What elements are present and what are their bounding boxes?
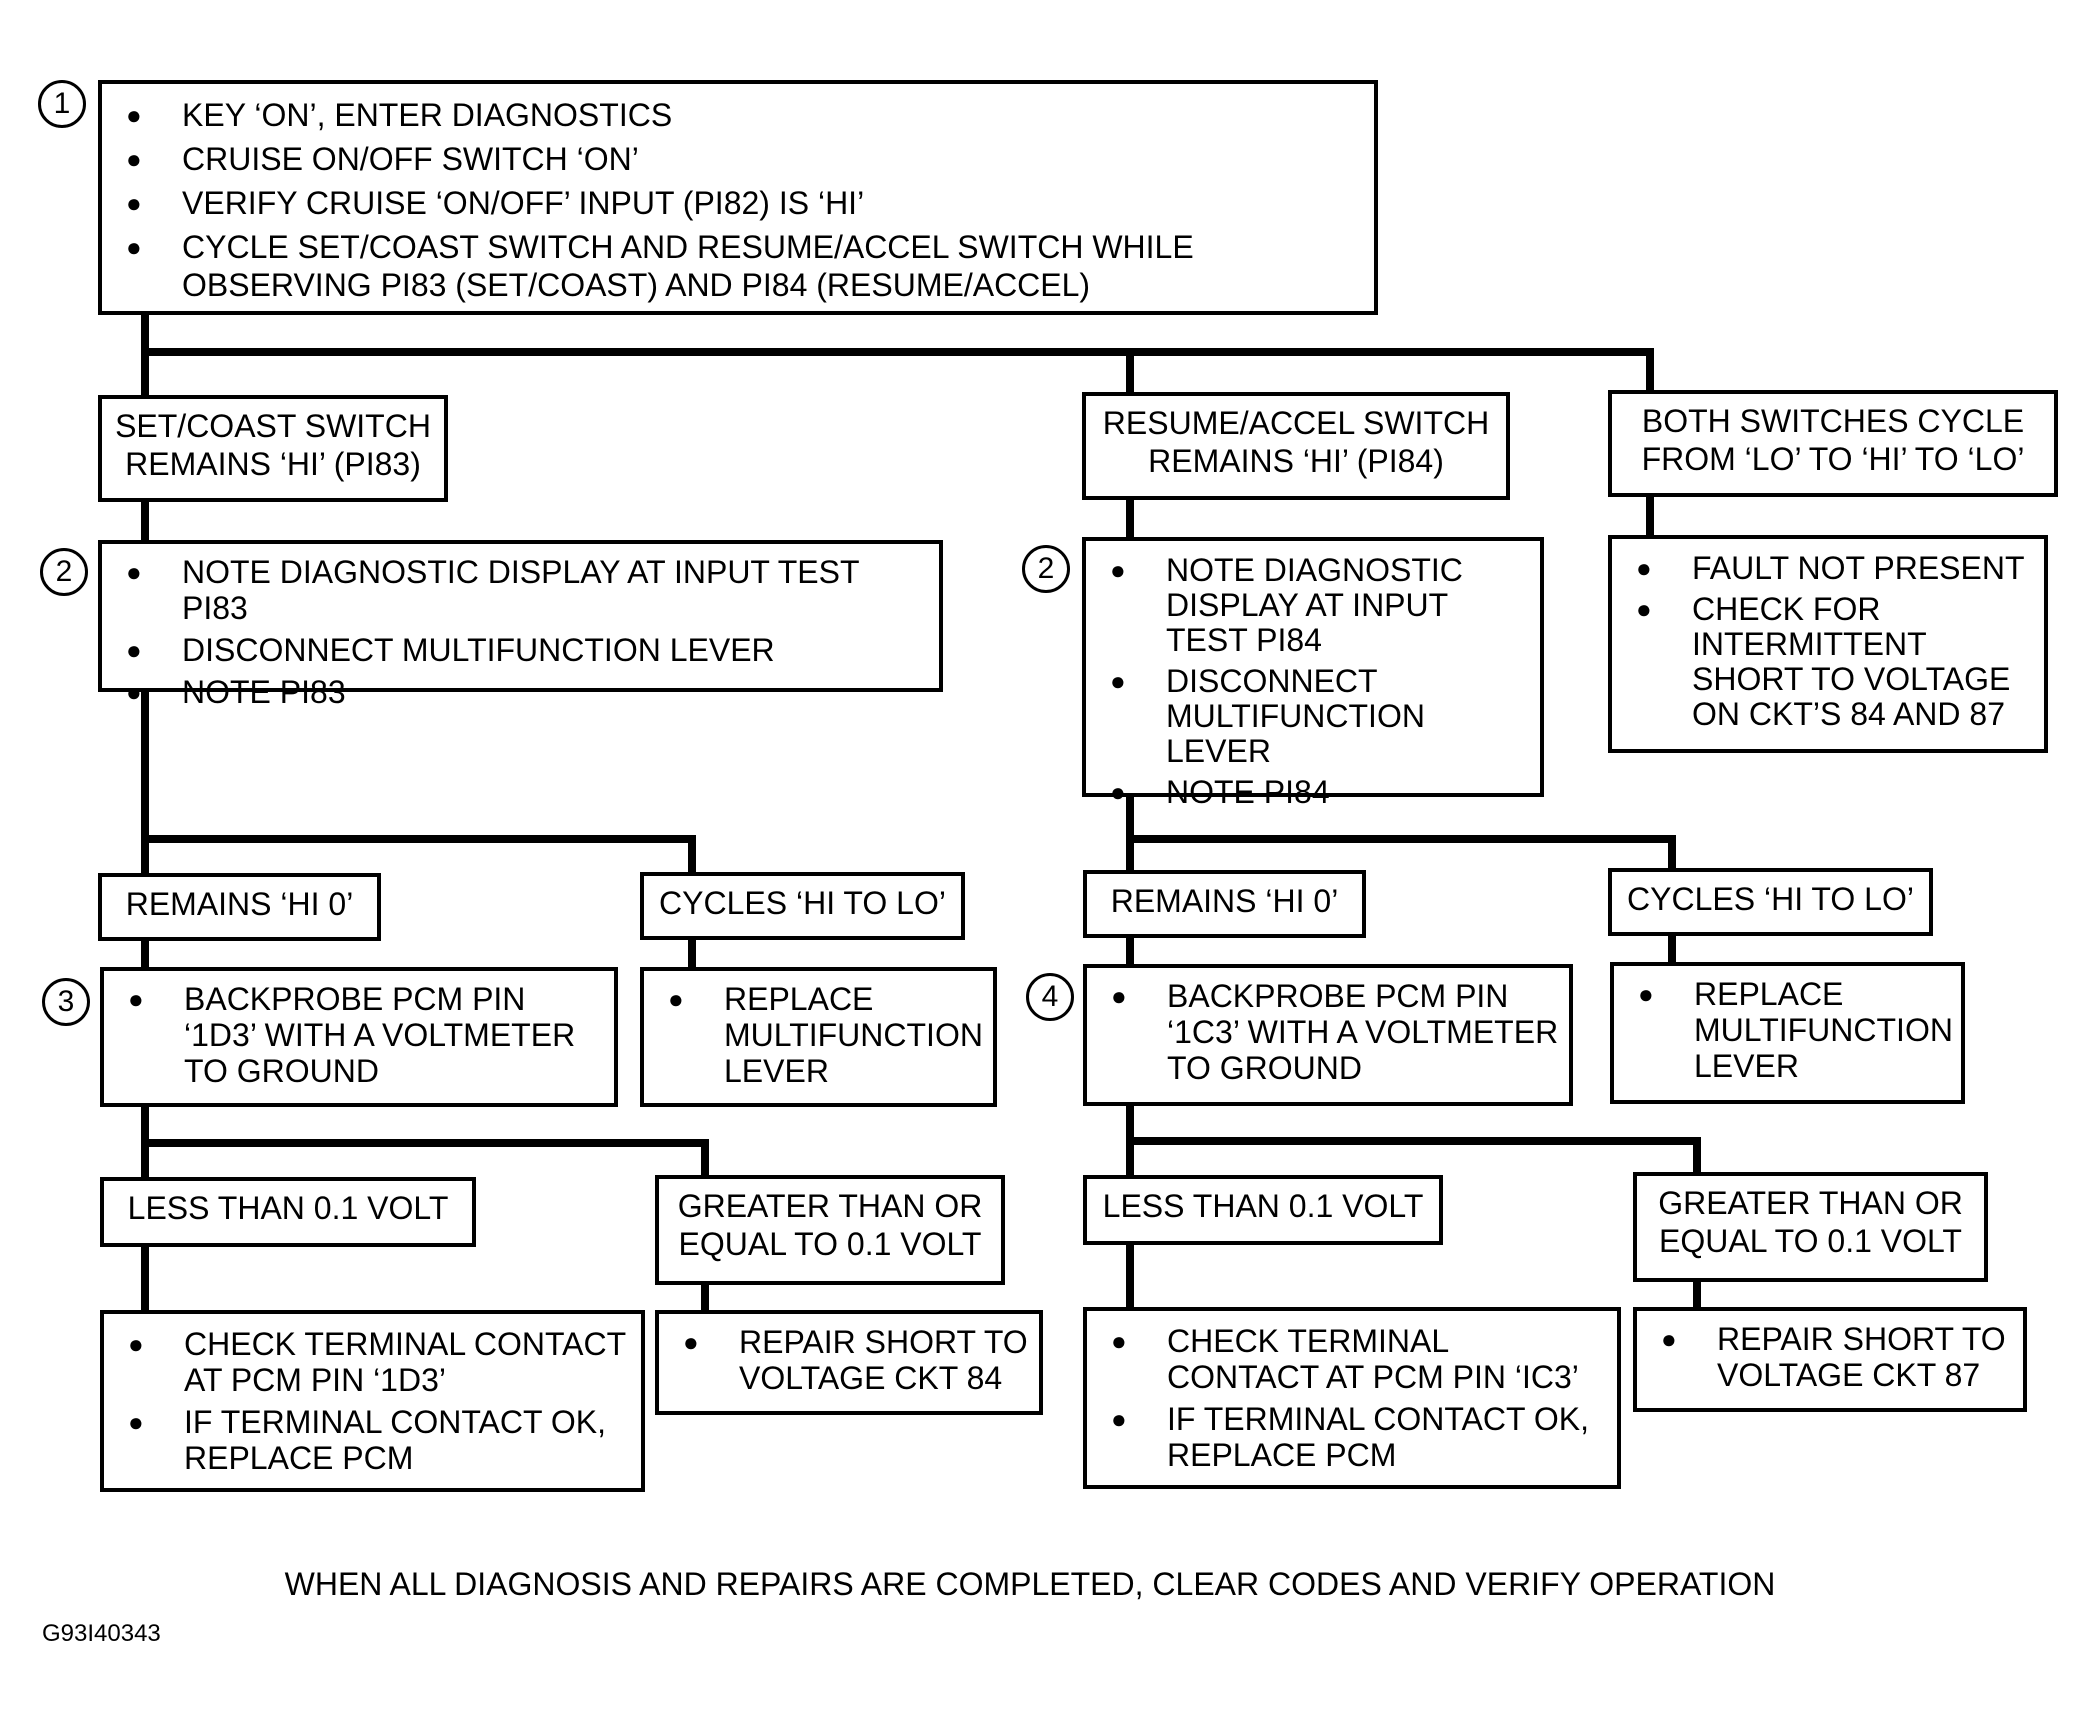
footer-note: WHEN ALL DIAGNOSIS AND REPAIRS ARE COMPL… <box>284 1566 1776 1602</box>
right-check-terminal-box: CHECK TERMINAL CONTACT AT PCM PIN ‘IC3’ … <box>1083 1307 1621 1489</box>
step3-item: BACKPROBE PCM PIN ‘1D3’ WITH A VOLTMETER… <box>128 981 604 1089</box>
step2-left-list: NOTE DIAGNOSTIC DISPLAY AT INPUT TEST PI… <box>102 544 939 710</box>
left-less-than-box: LESS THAN 0.1 VOLT <box>100 1177 476 1247</box>
resume-accel-remains-hi-box: RESUME/ACCEL SWITCH REMAINS ‘HI’ (PI84) <box>1082 392 1510 500</box>
connector-left-split <box>141 835 696 879</box>
step2-left-box: NOTE DIAGNOSTIC DISPLAY AT INPUT TEST PI… <box>98 540 943 710</box>
left-greater-line1: GREATER THAN OR <box>677 1188 983 1224</box>
step4-box: BACKPROBE PCM PIN ‘1C3’ WITH A VOLTMETER… <box>1083 964 1573 1106</box>
step2-right-list: NOTE DIAGNOSTIC DISPLAY AT INPUT TEST PI… <box>1086 541 1540 811</box>
left-greater-than-box: GREATER THAN OR EQUAL TO 0.1 VOLT <box>655 1175 1005 1285</box>
fault-item: CHECK FOR INTERMITTENT SHORT TO VOLTAGE … <box>1636 592 2038 732</box>
left-replace-lever-box: REPLACE MULTIFUNCTION LEVER <box>640 967 997 1107</box>
right-replace-list: REPLACE MULTIFUNCTION LEVER <box>1614 966 1961 1084</box>
right-greater-line1: GREATER THAN OR <box>1658 1185 1963 1221</box>
step2-left-item: DISCONNECT MULTIFUNCTION LEVER <box>126 632 929 668</box>
step3-list: BACKPROBE PCM PIN ‘1D3’ WITH A VOLTMETER… <box>104 971 614 1089</box>
right-cycles-box: CYCLES ‘HI TO LO’ <box>1608 868 1933 936</box>
both-switches-label-line2: FROM ‘LO’ TO ‘HI’ TO ‘LO’ <box>1641 441 2025 477</box>
resume-accel-label-line2: REMAINS ‘HI’ (PI84) <box>1148 443 1444 479</box>
right-repair-short-box: REPAIR SHORT TO VOLTAGE CKT 87 <box>1633 1307 2027 1412</box>
step1-item: CYCLE SET/COAST SWITCH AND RESUME/ACCEL … <box>126 228 1364 304</box>
right-check-item: IF TERMINAL CONTACT OK, REPLACE PCM <box>1111 1401 1607 1473</box>
step2-right-item: NOTE DIAGNOSTIC DISPLAY AT INPUT TEST PI… <box>1110 553 1532 658</box>
resume-accel-label-line1: RESUME/ACCEL SWITCH <box>1102 405 1490 441</box>
set-coast-remains-hi-box: SET/COAST SWITCH REMAINS ‘HI’ (PI83) <box>98 395 448 502</box>
right-greater-than-box: GREATER THAN OR EQUAL TO 0.1 VOLT <box>1633 1172 1988 1282</box>
left-cycles-box: CYCLES ‘HI TO LO’ <box>640 872 965 940</box>
step4-list: BACKPROBE PCM PIN ‘1C3’ WITH A VOLTMETER… <box>1087 968 1569 1086</box>
both-switches-cycle-box: BOTH SWITCHES CYCLE FROM ‘LO’ TO ‘HI’ TO… <box>1608 390 2058 497</box>
left-check-item: IF TERMINAL CONTACT OK, REPLACE PCM <box>128 1404 631 1476</box>
step-number-3: 3 <box>42 978 90 1026</box>
connector-right-split <box>1126 835 1676 876</box>
left-repair-short-box: REPAIR SHORT TO VOLTAGE CKT 84 <box>655 1310 1043 1415</box>
left-check-item: CHECK TERMINAL CONTACT AT PCM PIN ‘1D3’ <box>128 1326 631 1398</box>
right-greater-line2: EQUAL TO 0.1 VOLT <box>1659 1223 1962 1259</box>
right-check-item: CHECK TERMINAL CONTACT AT PCM PIN ‘IC3’ <box>1111 1323 1607 1395</box>
step2-right-item: DISCONNECT MULTIFUNCTION LEVER <box>1110 664 1532 769</box>
fault-item: FAULT NOT PRESENT <box>1636 551 2038 587</box>
left-less-label: LESS THAN 0.1 VOLT <box>127 1190 449 1226</box>
fault-not-present-box: FAULT NOT PRESENT CHECK FOR INTERMITTENT… <box>1608 535 2048 753</box>
step1-box: KEY ‘ON’, ENTER DIAGNOSTICS CRUISE ON/OF… <box>98 80 1378 315</box>
right-less-than-box: LESS THAN 0.1 VOLT <box>1083 1175 1443 1245</box>
fault-list: FAULT NOT PRESENT CHECK FOR INTERMITTENT… <box>1612 539 2044 732</box>
left-repair-item: REPAIR SHORT TO VOLTAGE CKT 84 <box>683 1324 1029 1396</box>
step2-left-item: NOTE PI83 <box>126 674 929 710</box>
right-remains-hi-box: REMAINS ‘HI 0’ <box>1083 870 1366 938</box>
connector-step4-split <box>1126 1137 1701 1179</box>
left-greater-line2: EQUAL TO 0.1 VOLT <box>678 1226 982 1262</box>
step2-right-item: NOTE PI84 <box>1110 775 1532 811</box>
left-repair-list: REPAIR SHORT TO VOLTAGE CKT 84 <box>659 1314 1039 1396</box>
left-remains-label: REMAINS ‘HI 0’ <box>125 886 354 922</box>
left-cycles-label: CYCLES ‘HI TO LO’ <box>659 885 946 921</box>
right-less-label: LESS THAN 0.1 VOLT <box>1102 1188 1424 1224</box>
right-remains-label: REMAINS ‘HI 0’ <box>1110 883 1339 919</box>
step2-right-box: NOTE DIAGNOSTIC DISPLAY AT INPUT TEST PI… <box>1082 537 1544 810</box>
right-check-list: CHECK TERMINAL CONTACT AT PCM PIN ‘IC3’ … <box>1087 1311 1617 1473</box>
set-coast-label-line2: REMAINS ‘HI’ (PI83) <box>125 446 421 482</box>
step-number-2-left: 2 <box>40 548 88 596</box>
step-number-1: 1 <box>38 80 86 128</box>
step-number-2-right: 2 <box>1022 545 1070 593</box>
step-number-4: 4 <box>1026 973 1074 1021</box>
step3-box: BACKPROBE PCM PIN ‘1D3’ WITH A VOLTMETER… <box>100 967 618 1107</box>
step1-item: CRUISE ON/OFF SWITCH ‘ON’ <box>126 140 1364 178</box>
set-coast-label-line1: SET/COAST SWITCH <box>115 408 431 444</box>
step1-item: KEY ‘ON’, ENTER DIAGNOSTICS <box>126 96 1364 134</box>
left-remains-hi-box: REMAINS ‘HI 0’ <box>98 873 381 941</box>
connector-step3-split <box>141 1139 709 1182</box>
figure-id: G93I40343 <box>42 1620 161 1647</box>
right-replace-lever-box: REPLACE MULTIFUNCTION LEVER <box>1610 962 1965 1104</box>
step1-item: VERIFY CRUISE ‘ON/OFF’ INPUT (PI82) IS ‘… <box>126 184 1364 222</box>
right-repair-list: REPAIR SHORT TO VOLTAGE CKT 87 <box>1637 1311 2023 1393</box>
left-check-list: CHECK TERMINAL CONTACT AT PCM PIN ‘1D3’ … <box>104 1314 641 1476</box>
left-replace-item: REPLACE MULTIFUNCTION LEVER <box>668 981 983 1089</box>
right-repair-item: REPAIR SHORT TO VOLTAGE CKT 87 <box>1661 1321 2013 1393</box>
left-replace-list: REPLACE MULTIFUNCTION LEVER <box>644 971 993 1089</box>
both-switches-label-line1: BOTH SWITCHES CYCLE <box>1641 403 2025 439</box>
step1-list: KEY ‘ON’, ENTER DIAGNOSTICS CRUISE ON/OF… <box>102 84 1374 304</box>
right-cycles-label: CYCLES ‘HI TO LO’ <box>1627 881 1914 917</box>
left-check-terminal-box: CHECK TERMINAL CONTACT AT PCM PIN ‘1D3’ … <box>100 1310 645 1492</box>
step4-item: BACKPROBE PCM PIN ‘1C3’ WITH A VOLTMETER… <box>1111 978 1559 1086</box>
right-replace-item: REPLACE MULTIFUNCTION LEVER <box>1638 976 1953 1084</box>
step2-left-item: NOTE DIAGNOSTIC DISPLAY AT INPUT TEST PI… <box>126 554 929 626</box>
